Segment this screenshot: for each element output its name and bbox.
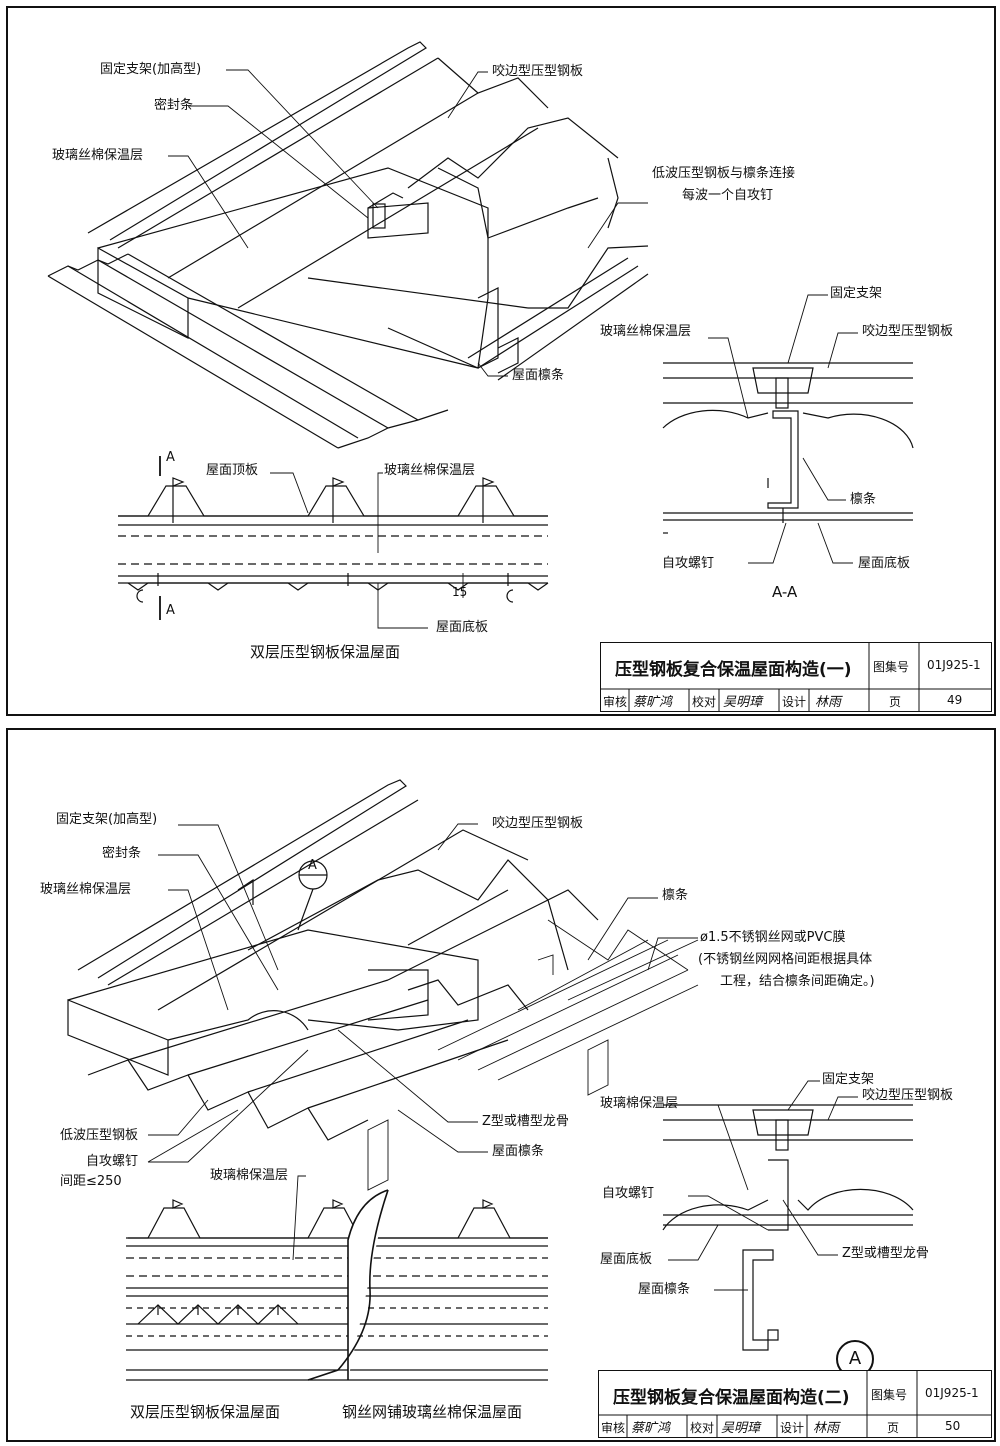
section-mark-top: A	[166, 450, 175, 465]
title-block-title: 压型钢板复合保温屋面构造(一)	[615, 660, 852, 680]
d-label-z-channel: Z型或槽型龙骨	[842, 1246, 929, 1261]
label2-glass-wool: 玻璃丝棉保温层	[40, 882, 132, 897]
aa-detail-1	[662, 294, 914, 564]
caption2-right: 钢丝网铺玻璃丝棉保温屋面	[342, 1403, 523, 1421]
seam-panel-1	[87, 41, 619, 309]
insulation-block-1	[97, 167, 519, 374]
design-label: 设计	[782, 695, 807, 709]
page-label: 页	[889, 695, 902, 709]
title-block2-title: 压型钢板复合保温屋面构造(二)	[613, 1388, 850, 1408]
label-glass-wool: 玻璃丝棉保温层	[52, 148, 144, 163]
low-wave-panel-1	[47, 245, 649, 449]
check2-label: 校对	[690, 1421, 715, 1435]
label2-mesh-3: 工程，结合檩条间距确定。)	[720, 974, 875, 989]
page2-number: 50	[945, 1419, 961, 1433]
label2-seal-strip: 密封条	[102, 846, 142, 861]
label2-detail-ref: A	[308, 858, 317, 873]
d-label-bracket: 固定支架	[822, 1072, 875, 1087]
label2-screw-spacing: 间距≤250	[60, 1174, 122, 1189]
label-roof-top-panel: 屋面顶板	[206, 463, 259, 478]
aa-caption: A-A	[772, 583, 798, 601]
roof-isometric-drawing-2	[67, 779, 914, 1381]
drawing-sheet-50: 固定支架(加高型) 咬边型压型钢板 密封条 玻璃丝棉保温层 A 檩条 ø1.5不…	[6, 728, 996, 1442]
label2-bracket-raised: 固定支架(加高型)	[56, 812, 158, 827]
low-wave-panel-2	[87, 979, 529, 1141]
mesh-and-purlins-2	[367, 919, 699, 1191]
roof-isometric-drawing-1	[47, 41, 914, 629]
atlas-label: 图集号	[873, 660, 910, 674]
drawing-sheet-49: 固定支架(加高型) 咬边型压型钢板 密封条 玻璃丝棉保温层 低波压型钢板与檩条连…	[6, 6, 996, 716]
check2-signature: 吴明璋	[721, 1421, 761, 1436]
label2-mesh-2: (不锈钢丝网网格间距根据具体	[698, 952, 873, 967]
label-seam-panel: 咬边型压型钢板	[492, 64, 584, 79]
page-number: 49	[947, 693, 963, 707]
aa-label-bracket: 固定支架	[830, 286, 883, 301]
atlas-number: 01J925-1	[927, 658, 981, 672]
leader-lines-2	[147, 823, 698, 1261]
page2-label: 页	[887, 1421, 900, 1435]
caption-double-panel: 双层压型钢板保温屋面	[250, 643, 401, 661]
label-low-wave-connect: 低波压型钢板与檩条连接	[652, 166, 796, 181]
leader-lines-1	[168, 69, 648, 377]
review2-signature: 蔡旷鸿	[631, 1421, 671, 1436]
design2-signature: 林雨	[813, 1421, 840, 1436]
d-label-bottom-panel: 屋面底板	[600, 1252, 653, 1267]
label-purlin: 屋面檩条	[512, 368, 565, 383]
atlas2-label: 图集号	[871, 1388, 908, 1402]
label2-seam-panel: 咬边型压型钢板	[492, 816, 584, 831]
dim-15: 15	[452, 585, 468, 599]
aa-label-purlin: 檩条	[850, 492, 877, 507]
label2-low-wave: 低波压型钢板	[60, 1128, 139, 1143]
label2-glass-wool-layer: 玻璃棉保温层	[210, 1168, 289, 1183]
section-view-1	[118, 456, 549, 629]
d-label-seam-panel: 咬边型压型钢板	[862, 1088, 954, 1103]
label-roof-bottom-panel: 屋面底板	[436, 620, 489, 635]
aa-label-glass-wool: 玻璃丝棉保温层	[600, 324, 692, 339]
design2-label: 设计	[780, 1421, 805, 1435]
detail-a-2	[662, 1080, 914, 1351]
atlas2-number: 01J925-1	[925, 1386, 979, 1400]
label-glass-wool-section: 玻璃丝棉保温层	[384, 463, 476, 478]
check-label: 校对	[692, 695, 717, 709]
review2-label: 审核	[601, 1421, 626, 1435]
aa-label-screw: 自攻螺钉	[662, 556, 715, 571]
section-view-2	[126, 1189, 548, 1381]
d-label-glass-wool: 玻璃棉保温层	[600, 1096, 679, 1111]
label-seal-strip: 密封条	[154, 98, 194, 113]
bracket-1	[367, 192, 404, 229]
caption2-left: 双层压型钢板保温屋面	[130, 1403, 281, 1421]
review-signature: 蔡旷鸿	[633, 695, 673, 710]
title-block-49: 压型钢板复合保温屋面构造(一) 图集号 01J925-1 审核 蔡旷鸿 校对 吴…	[600, 642, 992, 712]
label-low-wave-connect-2: 每波一个自攻钉	[682, 188, 774, 203]
aa-label-seam-panel: 咬边型压型钢板	[862, 324, 954, 339]
check-signature: 吴明璋	[723, 695, 763, 710]
detail-ref-marker	[297, 860, 328, 931]
label2-screw: 自攻螺钉	[86, 1154, 139, 1169]
section-mark-bottom: A	[166, 603, 175, 618]
insulation-block-2	[67, 929, 479, 1076]
d-label-screw: 自攻螺钉	[602, 1186, 655, 1201]
seam-panel-2	[77, 779, 599, 1011]
design-signature: 林雨	[815, 695, 842, 710]
review-label: 审核	[603, 695, 628, 709]
aa-label-bottom-panel: 屋面底板	[858, 556, 911, 571]
label2-mesh-1: ø1.5不锈钢丝网或PVC膜	[700, 930, 846, 945]
label2-purlin: 檩条	[662, 888, 689, 903]
label2-z-channel: Z型或槽型龙骨	[482, 1114, 569, 1129]
label2-roof-purlin: 屋面檩条	[492, 1144, 545, 1159]
label-bracket-raised: 固定支架(加高型)	[100, 62, 202, 77]
d-label-purlin: 屋面檩条	[638, 1282, 691, 1297]
title-block-50: 压型钢板复合保温屋面构造(二) 图集号 01J925-1 审核 蔡旷鸿 校对 吴…	[598, 1370, 992, 1438]
